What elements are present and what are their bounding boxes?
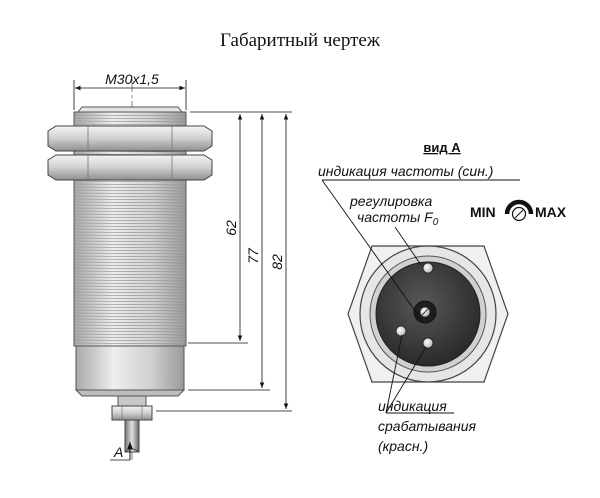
adjust-arc-icon <box>504 199 534 215</box>
dimension-77: 77 <box>245 114 265 388</box>
view-a-title: вид А <box>423 140 461 155</box>
min-label: MIN <box>470 204 496 220</box>
max-label: MAX <box>535 204 567 220</box>
lower-nut <box>47 154 213 181</box>
page-title: Габаритный чертеж <box>220 30 380 51</box>
dimension-82-label: 82 <box>269 254 285 270</box>
aux-led <box>395 325 407 337</box>
thread-dimension: M30x1,5 <box>73 71 187 110</box>
dimension-82: 82 <box>269 114 289 409</box>
dimension-62-label: 62 <box>223 220 239 236</box>
dimension-62: 62 <box>223 114 243 341</box>
upper-nut <box>47 125 213 152</box>
trigger-label-line2: срабатывания <box>378 418 476 434</box>
view-a-marker: A <box>110 442 133 461</box>
trigger-label-line1: индикация <box>378 398 447 414</box>
freq-adjust-label-line2: частоты F0 <box>357 209 439 228</box>
freq-indicator-led <box>422 262 434 274</box>
side-view: M30x1,5 62 77 82 A <box>47 71 292 461</box>
min-max-indicator: MIN MAX <box>470 199 567 222</box>
view-a: вид А индикация частоты (син.) регулиров… <box>318 140 567 454</box>
freq-adjust-label-line1: регулировка <box>349 193 432 209</box>
freq-adjust-potentiometer <box>413 300 437 324</box>
rear-cap <box>74 345 186 453</box>
view-a-marker-label: A <box>113 444 123 460</box>
freq-indication-label: индикация частоты (син.) <box>318 163 493 179</box>
thread-size-label: M30x1,5 <box>105 71 159 87</box>
trigger-indicator-led <box>422 337 434 349</box>
dimension-77-label: 77 <box>245 247 261 264</box>
trigger-label-line3: (красн.) <box>378 438 428 454</box>
